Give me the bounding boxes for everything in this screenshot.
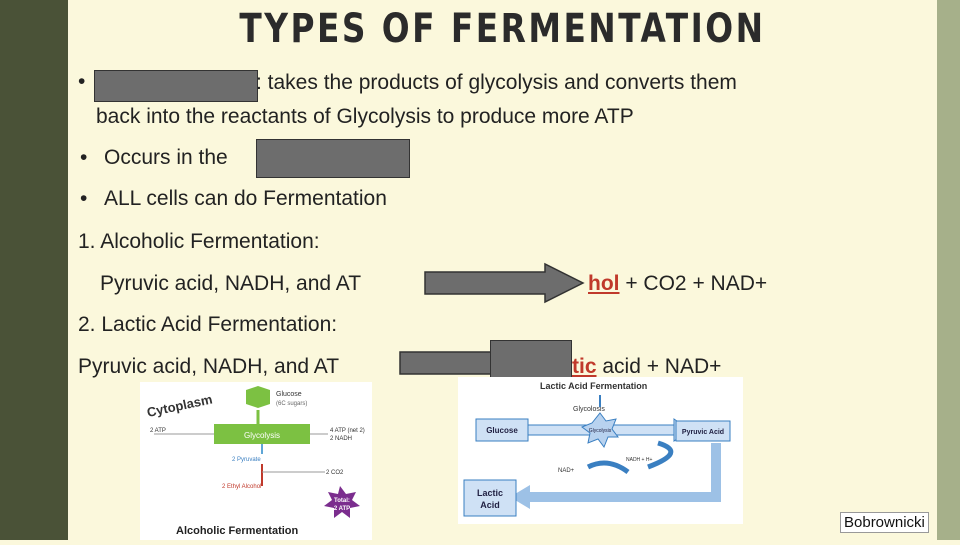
ethyl-alcohol-label: 2 Ethyl Alcohol: [222, 484, 261, 490]
co2-label: 2 CO2: [326, 470, 344, 476]
hidden-word-2: [256, 139, 410, 178]
lactic-heading: 2. Lactic Acid Fermentation:: [78, 313, 338, 336]
alcoholic-diagram-svg: Cytoplasm Glucose (6C sugars) Glycolysis…: [146, 386, 365, 537]
bullet-1-text: : takes the products of glycolysis and c…: [256, 71, 737, 94]
nadh-label: 2 NADH: [330, 436, 352, 442]
nad-label: NAD+: [558, 468, 575, 474]
lactic-diagram-svg: Lactic Acid Fermentation Glucose Pyruvic…: [463, 381, 731, 517]
glycolysis-box: [214, 424, 310, 444]
total-label: Total:: [334, 498, 350, 504]
alcoholic-reactants: Pyruvic acid, NADH, and AT: [100, 272, 362, 295]
slide: TYPES OF FERMENTATION • : takes the prod…: [68, 0, 937, 540]
glucose-label: Glucose: [276, 391, 302, 398]
total-starburst-icon: [324, 486, 360, 518]
glycolysis-label: Glycolysis: [244, 431, 280, 440]
lactic-reactants: Pyruvic acid, NADH, and AT: [78, 355, 340, 378]
pyruvic-acid-label: Pyruvic Acid: [682, 429, 724, 436]
right-decor-bar: [937, 0, 960, 540]
glycolosis-star-icon: [580, 412, 619, 449]
bullet-2-text: Occurs in the: [104, 146, 228, 169]
left-decor-bar: [0, 0, 68, 540]
alcoholic-heading: 1. Alcoholic Fermentation:: [78, 230, 320, 253]
atp-left-label: 2 ATP: [150, 428, 166, 434]
bullet-3-text: ALL cells can do Fermentation: [104, 187, 387, 210]
glycolysis-small-label: Glycolysis: [589, 428, 612, 434]
pyruvate-label: 2 Pyruvate: [232, 457, 261, 463]
lactic-red-text: tic: [572, 355, 597, 378]
bullet-dot-2: •: [80, 146, 88, 169]
glucose-sub: (6C sugars): [276, 401, 307, 407]
lactic-products: tic acid + NAD+: [572, 355, 721, 379]
alcoholic-red-text: hol: [588, 272, 620, 295]
alcoholic-products-rest: + CO2 + NAD+: [619, 272, 768, 295]
lactic-glucose-label: Glucose: [486, 426, 518, 435]
alcoholic-fermentation-diagram: Cytoplasm Glucose (6C sugars) Glycolysis…: [140, 382, 372, 540]
pyruvic-acid-box: [675, 420, 731, 442]
lactic-diagram-title: Lactic Acid Fermentation: [540, 381, 647, 391]
bullet-dot-1: •: [78, 70, 86, 93]
lactic-acid-box: [463, 479, 517, 517]
slide-title: TYPES OF FERMENTATION: [239, 6, 766, 52]
lactic-fermentation-diagram: Lactic Acid Fermentation Glucose Pyruvic…: [458, 377, 743, 524]
hidden-word-1: [94, 70, 258, 102]
author-credit: Bobrownicki: [840, 512, 929, 533]
bullet-dot-3: •: [80, 187, 88, 210]
total-value: 2 ATP: [334, 506, 350, 512]
bullet-1-line2: back into the reactants of Glycolysis to…: [96, 105, 634, 128]
nadh-h-label: NADH + H+: [626, 457, 652, 463]
atp-net-label: 4 ATP (net 2): [330, 428, 365, 434]
glucose-hexagon-icon: [246, 386, 270, 408]
glycolosis-label: Glycolosis: [573, 406, 605, 413]
hidden-word-3: [490, 340, 572, 380]
alcoholic-caption: Alcoholic Fermentation: [176, 525, 299, 537]
cytoplasm-label: Cytoplasm: [146, 391, 214, 419]
lactic-acid-label: Lactic: [477, 488, 503, 498]
alcoholic-products: hol + CO2 + NAD+: [588, 272, 767, 296]
svg-text:Acid: Acid: [480, 500, 500, 510]
arrow-right-icon: [424, 262, 585, 304]
lactic-products-rest: acid + NAD+: [596, 355, 722, 378]
